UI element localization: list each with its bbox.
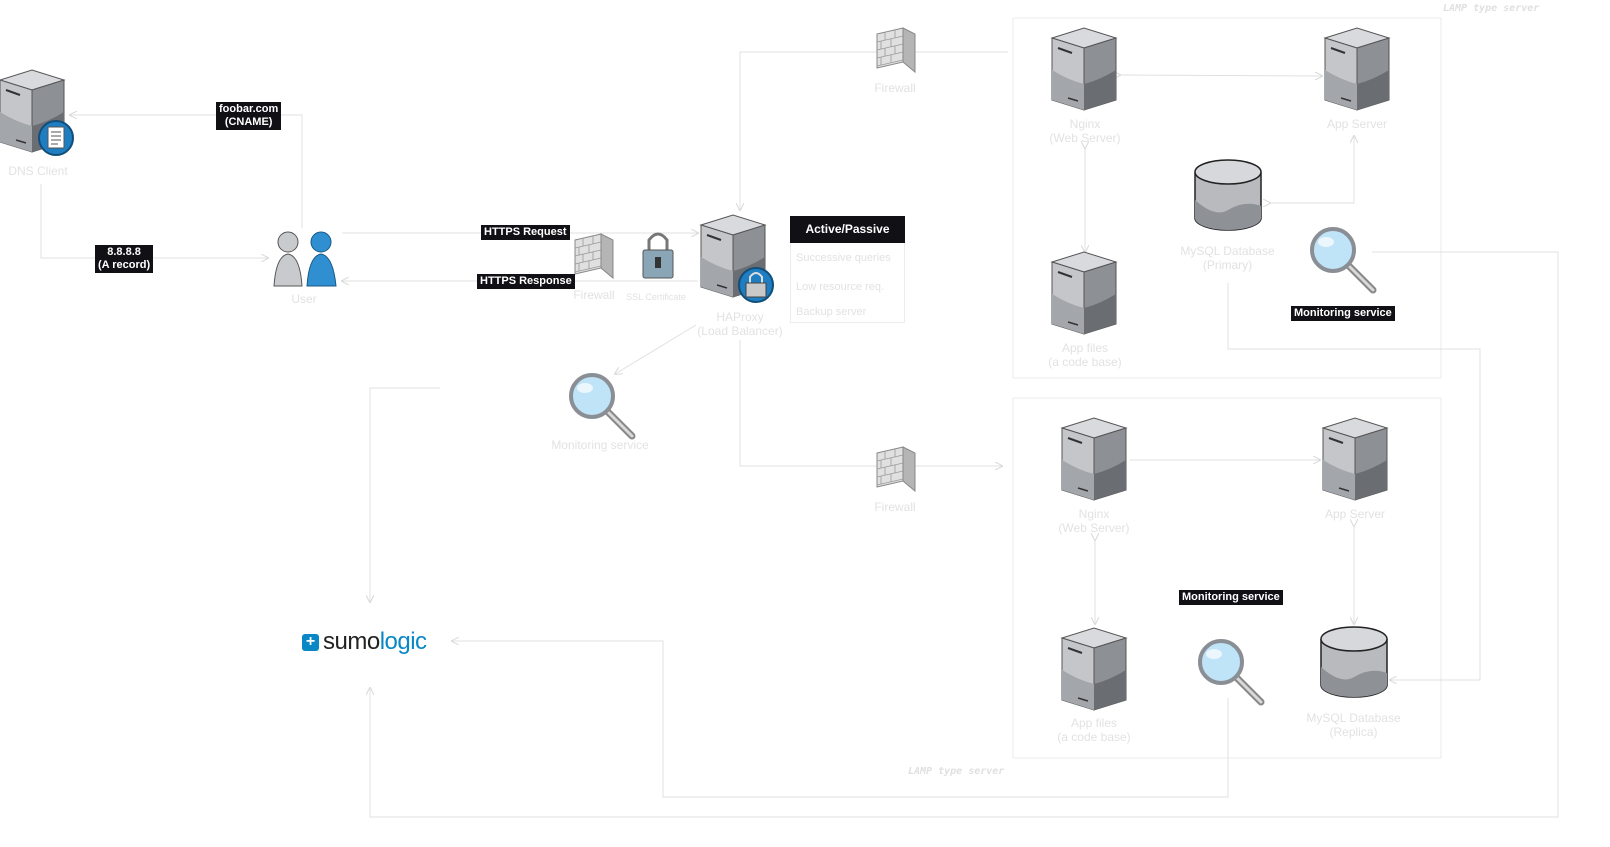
firewall-icon bbox=[574, 233, 614, 279]
active-passive-list: Successive queries Low resource req. Bac… bbox=[790, 243, 905, 323]
upper-cluster-box bbox=[1012, 17, 1442, 379]
upper-db-icon bbox=[1194, 159, 1262, 231]
upper-app-server-label: App Server bbox=[1326, 117, 1388, 131]
sumologic-plus-icon: + bbox=[302, 633, 319, 651]
lower-app-files-line2: (a code base) bbox=[1057, 730, 1131, 744]
lower-db-label: MySQL Database (Replica) bbox=[1296, 711, 1411, 739]
upper-db-line2: (Primary) bbox=[1202, 258, 1253, 272]
upper-app-files-label: App files (a code base) bbox=[1035, 341, 1135, 369]
a-record-line1: 8.8.8.8 bbox=[107, 246, 141, 258]
upper-app-server-icon bbox=[1324, 27, 1390, 111]
monitoring-service-label: Monitoring service bbox=[551, 438, 649, 452]
lower-nginx-line2: (Web Server) bbox=[1058, 521, 1130, 535]
sumologic-logo: + sumologic bbox=[302, 628, 427, 656]
upper-app-files-line2: (a code base) bbox=[1048, 355, 1122, 369]
lower-nginx-label: Nginx (Web Server) bbox=[1044, 507, 1144, 535]
sumologic-part1: sumo bbox=[323, 628, 380, 655]
haproxy-label: HAProxy (Load Balancer) bbox=[690, 310, 790, 338]
upper-cluster-caption: LAMP type server bbox=[1443, 3, 1540, 14]
https-response-label: HTTPS Response bbox=[477, 274, 575, 289]
upper-app-files-server-icon bbox=[1051, 251, 1117, 335]
lower-firewall-label: Firewall bbox=[874, 500, 916, 514]
haproxy-line1: HAProxy bbox=[716, 310, 764, 324]
upper-firewall-icon bbox=[876, 27, 916, 73]
lower-db-line2: (Replica) bbox=[1329, 725, 1378, 739]
cname-edge-label: foobar.com (CNAME) bbox=[216, 102, 282, 130]
firewall-label: Firewall bbox=[573, 288, 615, 302]
sumologic-wordmark: sumologic bbox=[323, 628, 427, 656]
ssl-certificate-label: SSL Certificate bbox=[626, 292, 686, 302]
upper-nginx-line1: Nginx bbox=[1069, 117, 1101, 131]
upper-db-label: MySQL Database (Primary) bbox=[1170, 244, 1285, 272]
monitoring-magnifier-icon bbox=[571, 375, 632, 436]
active-passive-item: Low resource req. bbox=[796, 281, 885, 293]
lower-monitoring-magnifier-icon bbox=[1200, 641, 1261, 702]
lower-app-server-label: App Server bbox=[1324, 507, 1386, 521]
upper-firewall-label: Firewall bbox=[874, 81, 916, 95]
upper-nginx-line2: (Web Server) bbox=[1049, 131, 1121, 145]
ssl-padlock-icon bbox=[642, 232, 674, 279]
active-passive-item: Backup server bbox=[796, 306, 867, 318]
lower-db-icon bbox=[1320, 626, 1388, 698]
lower-nginx-line1: Nginx bbox=[1078, 507, 1110, 521]
active-passive-item: Successive queries bbox=[796, 252, 891, 264]
upper-nginx-label: Nginx (Web Server) bbox=[1035, 117, 1135, 145]
cname-line2: (CNAME) bbox=[224, 116, 273, 128]
user-label: User bbox=[291, 292, 317, 306]
upper-nginx-server-icon bbox=[1051, 27, 1117, 111]
lower-cluster-caption: LAMP type server bbox=[908, 766, 1005, 777]
lower-firewall-icon bbox=[876, 446, 916, 492]
lower-app-server-icon bbox=[1322, 417, 1388, 501]
upper-monitoring-magnifier-icon bbox=[1312, 229, 1373, 290]
user-icon bbox=[273, 231, 337, 287]
upper-app-files-line1: App files bbox=[1061, 341, 1109, 355]
haproxy-lock-icon bbox=[738, 267, 774, 303]
lower-app-files-label: App files (a code base) bbox=[1044, 716, 1144, 744]
dns-client-label: DNS Client bbox=[8, 164, 68, 178]
lower-monitoring-label: Monitoring service bbox=[1179, 590, 1283, 605]
cname-line1: foobar.com bbox=[219, 103, 279, 115]
lower-app-files-line1: App files bbox=[1070, 716, 1118, 730]
upper-monitoring-label: Monitoring service bbox=[1291, 306, 1395, 321]
lower-nginx-server-icon bbox=[1061, 417, 1127, 501]
lower-db-line1: MySQL Database bbox=[1306, 711, 1401, 725]
upper-db-line1: MySQL Database bbox=[1180, 244, 1275, 258]
a-record-edge-label: 8.8.8.8 (A record) bbox=[95, 245, 154, 273]
sumologic-part2: logic bbox=[379, 628, 427, 655]
lower-cluster-box bbox=[1012, 397, 1442, 759]
active-passive-title: Active/Passive bbox=[790, 216, 905, 243]
a-record-line2: (A record) bbox=[98, 259, 151, 271]
lower-app-files-server-icon bbox=[1061, 627, 1127, 711]
https-request-label: HTTPS Request bbox=[481, 225, 570, 240]
dns-document-icon bbox=[38, 120, 74, 156]
haproxy-line2: (Load Balancer) bbox=[697, 324, 783, 338]
